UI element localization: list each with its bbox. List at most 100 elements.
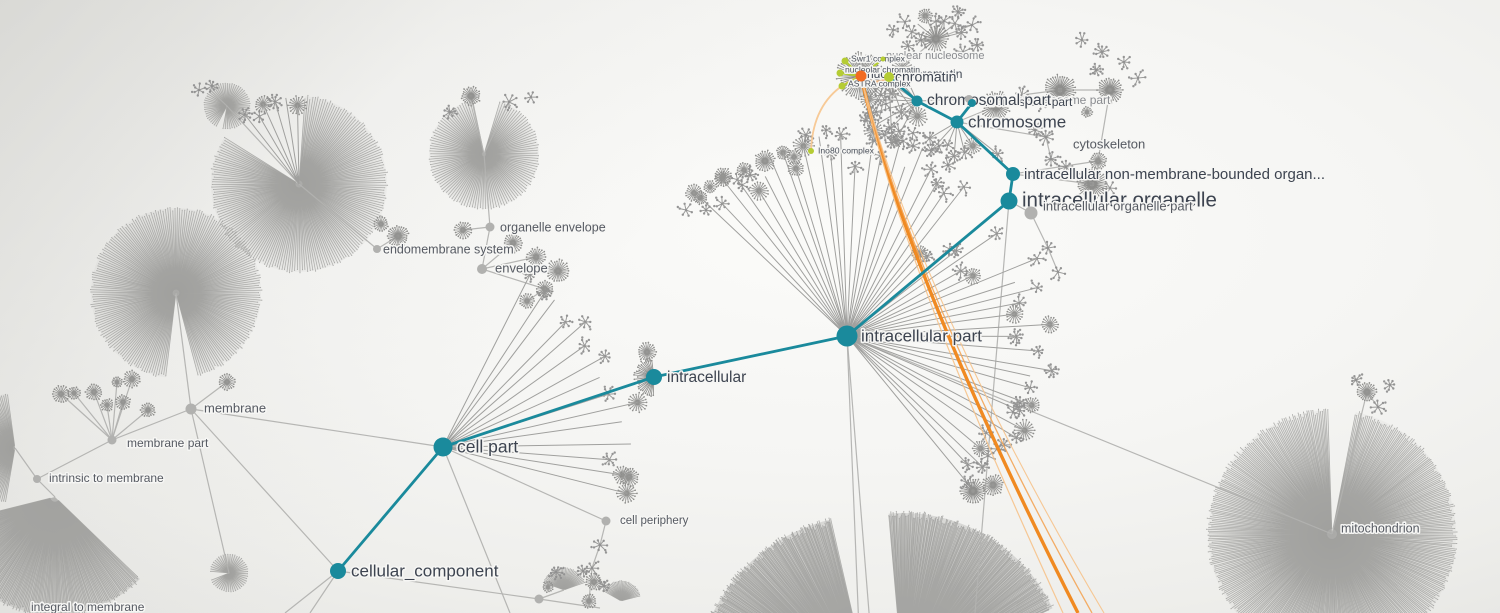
term-node-related[interactable] bbox=[838, 82, 846, 90]
term-node-gray[interactable] bbox=[477, 264, 487, 274]
term-label[interactable]: intracellular organelle part bbox=[1042, 197, 1195, 215]
term-label[interactable]: membrane part bbox=[126, 435, 211, 452]
starburst bbox=[1369, 399, 1387, 415]
term-label[interactable]: organelle envelope bbox=[499, 219, 608, 236]
spray-cluster bbox=[693, 120, 1060, 490]
term-node-path[interactable] bbox=[646, 369, 662, 385]
spray-cluster bbox=[238, 93, 308, 185]
term-label[interactable]: endomembrane system bbox=[382, 241, 516, 258]
starburst bbox=[1044, 151, 1062, 167]
rosette-cluster bbox=[99, 398, 114, 412]
term-node-path[interactable] bbox=[433, 437, 453, 457]
term-label[interactable]: integral to membrane bbox=[30, 599, 147, 613]
ancestor-path-edge bbox=[888, 75, 918, 103]
fan-cluster bbox=[0, 497, 140, 613]
term-node-gray[interactable] bbox=[33, 475, 41, 483]
term-node-path[interactable] bbox=[911, 95, 923, 107]
term-node-related[interactable] bbox=[884, 72, 894, 82]
term-label[interactable]: intracellular part bbox=[860, 325, 984, 347]
term-label[interactable]: nuclear nucleosome bbox=[885, 48, 986, 63]
term-node-related[interactable] bbox=[841, 57, 849, 65]
starburst bbox=[1043, 363, 1060, 379]
starburst bbox=[252, 110, 267, 124]
starburst bbox=[1101, 181, 1118, 196]
graph-edge bbox=[846, 335, 1333, 535]
graph-edge bbox=[846, 335, 870, 613]
graph-edge bbox=[337, 570, 540, 600]
starburst bbox=[883, 118, 896, 134]
starburst bbox=[896, 13, 911, 30]
starburst bbox=[559, 314, 574, 329]
starburst bbox=[900, 40, 916, 53]
term-label[interactable]: chromosomal part bbox=[926, 91, 1054, 111]
rosette-cluster bbox=[51, 384, 70, 403]
term-node-related[interactable] bbox=[880, 56, 886, 62]
term-node-path[interactable] bbox=[1000, 192, 1018, 210]
ancestor-path-edge bbox=[956, 120, 1014, 176]
rosette-cluster bbox=[542, 581, 554, 594]
starburst bbox=[522, 269, 536, 283]
term-node-path[interactable] bbox=[950, 115, 964, 129]
starburst bbox=[834, 126, 851, 141]
term-label[interactable]: cell part bbox=[456, 435, 520, 458]
term-label[interactable]: Swr1 complex bbox=[850, 52, 908, 65]
term-node-related[interactable] bbox=[808, 148, 814, 154]
term-label[interactable]: cytoskeleton bbox=[1072, 135, 1147, 153]
rosette-cluster bbox=[139, 402, 156, 418]
graph-edge bbox=[483, 153, 491, 228]
rosette-cluster bbox=[525, 246, 547, 267]
term-node-gray[interactable] bbox=[534, 594, 544, 604]
term-node-gray[interactable] bbox=[601, 516, 611, 526]
rosette-cluster bbox=[615, 482, 638, 504]
term-node-gray[interactable] bbox=[185, 403, 197, 415]
term-label[interactable]: chromosome part bbox=[1016, 92, 1113, 109]
term-node-gray[interactable] bbox=[1024, 206, 1038, 220]
term-node-path[interactable] bbox=[1006, 167, 1020, 181]
graph-edge bbox=[298, 183, 378, 250]
starburst bbox=[502, 93, 518, 112]
term-label[interactable]: mitochondrion bbox=[1340, 520, 1422, 537]
starburst bbox=[576, 564, 589, 578]
term-label[interactable]: intracellular bbox=[666, 368, 748, 388]
term-label[interactable]: intracellular non-membrane-bounded organ… bbox=[1023, 164, 1327, 184]
term-label[interactable]: Ino80 complex bbox=[817, 144, 877, 157]
rosette-cluster bbox=[373, 215, 389, 232]
term-node-gray[interactable] bbox=[373, 245, 381, 253]
starburst bbox=[1383, 379, 1396, 393]
starburst bbox=[937, 14, 954, 30]
term-node-path[interactable] bbox=[330, 563, 346, 579]
term-label[interactable]: nucleolar chromatin bbox=[844, 63, 922, 76]
starburst bbox=[1010, 395, 1029, 411]
term-label[interactable]: chromosome bbox=[967, 111, 1068, 133]
graph-edge bbox=[916, 98, 970, 102]
starburst bbox=[941, 154, 956, 173]
term-node-gray[interactable] bbox=[485, 222, 495, 232]
rosette-cluster bbox=[1088, 152, 1108, 170]
term-label[interactable]: chromosome part bbox=[978, 94, 1075, 111]
term-label[interactable]: cellular_component bbox=[350, 560, 501, 582]
term-label[interactable]: envelope bbox=[494, 259, 550, 277]
graph-edge bbox=[481, 242, 514, 270]
starburst bbox=[1008, 431, 1025, 444]
term-label[interactable]: intracellular organelle bbox=[1021, 187, 1219, 213]
starburst bbox=[797, 127, 815, 144]
term-label[interactable]: cell periphery bbox=[619, 514, 691, 529]
starburst bbox=[879, 96, 894, 112]
ancestor-path-edge bbox=[442, 375, 655, 449]
graph-edge bbox=[284, 570, 339, 613]
term-node-related[interactable] bbox=[836, 69, 844, 77]
term-label[interactable]: intrinsic to membrane bbox=[48, 470, 166, 487]
graph-edge bbox=[462, 226, 491, 231]
term-label[interactable]: membrane bbox=[203, 399, 268, 417]
term-node-gray[interactable] bbox=[107, 435, 117, 445]
starburst bbox=[968, 37, 985, 53]
rosette-cluster bbox=[1013, 418, 1036, 442]
spray-cluster bbox=[442, 269, 648, 504]
term-node-path[interactable] bbox=[836, 325, 858, 347]
starburst bbox=[930, 176, 945, 193]
term-label[interactable]: chromatin bbox=[894, 67, 958, 86]
rosette-cluster bbox=[1096, 77, 1124, 104]
term-node-path[interactable] bbox=[968, 99, 976, 107]
term-node-focus[interactable] bbox=[855, 70, 867, 82]
